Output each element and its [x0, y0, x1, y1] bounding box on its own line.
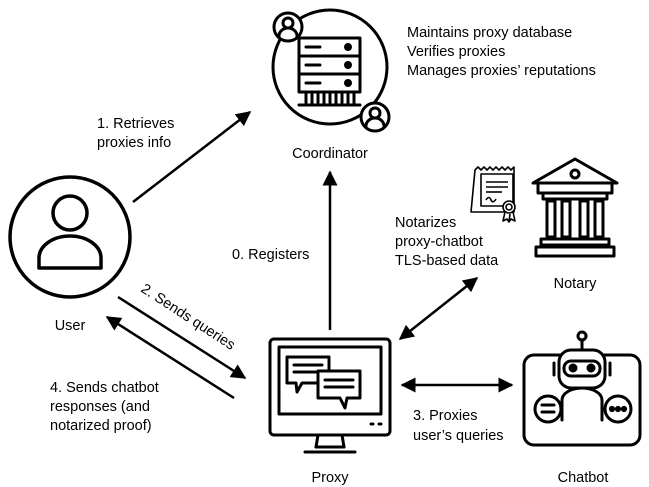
coordinator-label: Coordinator [292, 146, 368, 162]
arrow-user-to-coordinator [132, 111, 252, 203]
chatbot-label: Chatbot [558, 470, 609, 486]
proxy-label: Proxy [311, 470, 349, 486]
registers-label: 0. Registers [232, 247, 309, 263]
sends-responses-label: notarized proof) [50, 418, 152, 434]
notarizes-label: proxy-chatbot [395, 234, 483, 250]
monitor-with-chat-bubbles-icon [268, 337, 392, 454]
retrieves-label: 1. Retrieves [97, 116, 174, 132]
arrow-proxy-to-user [105, 315, 235, 400]
coordinator-note: Manages proxies’ reputations [407, 63, 596, 79]
sends-responses-label: 4. Sends chatbot [50, 380, 159, 396]
sends-responses-label: responses (and [50, 399, 150, 415]
certificate-icon [470, 166, 516, 223]
proxies-queries-label: user’s queries [413, 428, 504, 444]
robot-with-chat-icon [522, 330, 642, 447]
notarizes-label: Notarizes [395, 215, 456, 231]
arrow-proxy-notary [398, 277, 479, 340]
server-with-users-icon [271, 8, 391, 133]
retrieves-label: proxies info [97, 135, 171, 151]
user-avatar-icon [8, 175, 132, 299]
user-label: User [55, 318, 86, 334]
notarizes-label: TLS-based data [395, 253, 499, 269]
courthouse-icon [531, 157, 619, 258]
proxies-queries-label: 3. Proxies [413, 408, 477, 424]
notary-label: Notary [554, 276, 597, 292]
coordinator-note: Maintains proxy database [407, 25, 572, 41]
coordinator-note: Verifies proxies [407, 44, 505, 60]
arrow-user-to-proxy [117, 295, 247, 380]
